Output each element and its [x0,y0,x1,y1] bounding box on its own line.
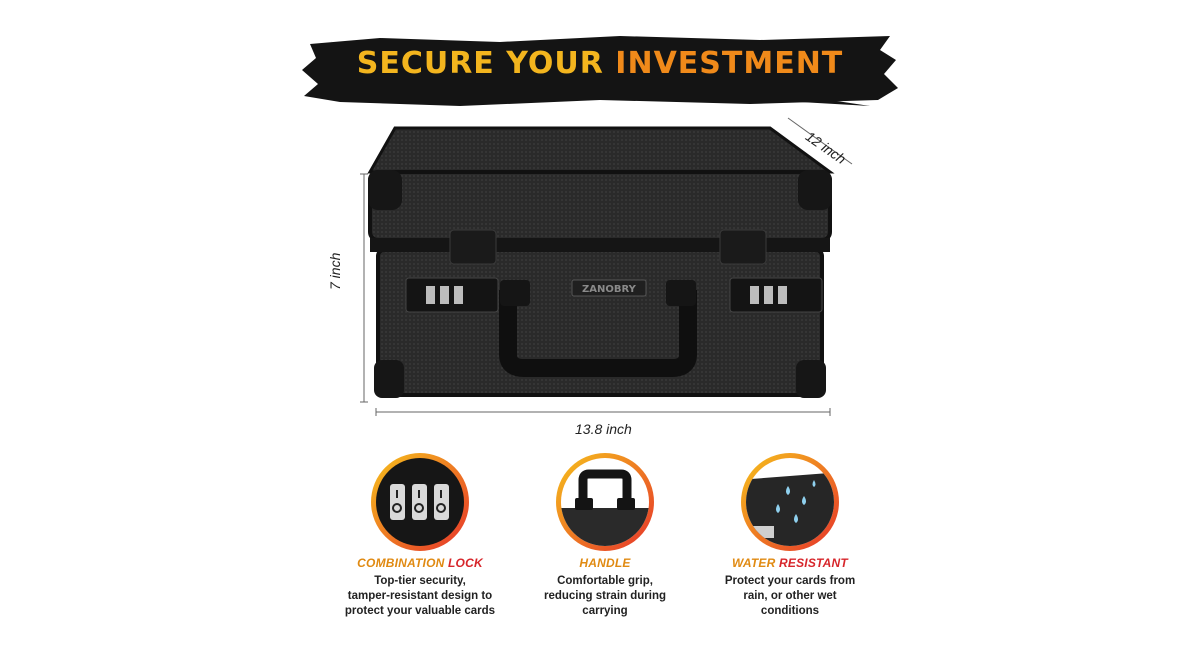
feature-description: Comfortable grip, reducing strain during… [543,575,667,617]
feature-title: HANDLE [579,556,631,570]
headline-part-1: SECURE YOUR [356,46,616,81]
feature-title: COMBINATION LOCK [357,556,483,570]
feature-combination-lock: COMBINATION LOCK Top-tier security, tamp… [320,450,520,619]
brand-plate-text: ZANOBRY [582,284,637,295]
card-case-illustration: ZANOBRY [360,117,853,416]
feature-water-resistant: WATER RESISTANT Protect your cards from … [690,450,890,619]
feature-title: WATER RESISTANT [732,556,848,570]
handle-icon [556,453,654,551]
combination-lock-icon [371,453,469,551]
width-dimension-label: 13.8 inch [575,421,632,437]
height-dimension-label: 7 inch [327,252,343,290]
headline-part-2: INVESTMENT [615,46,844,81]
headline-brush-banner [302,36,898,106]
feature-description: Top-tier security, tamper-resistant desi… [344,575,496,617]
headline: SECURE YOUR INVESTMENT [330,46,870,81]
feature-handle: HANDLE Comfortable grip, reducing strain… [505,450,705,619]
water-drops-icon [741,453,839,551]
feature-description: Protect your cards from rain, or other w… [724,575,856,617]
